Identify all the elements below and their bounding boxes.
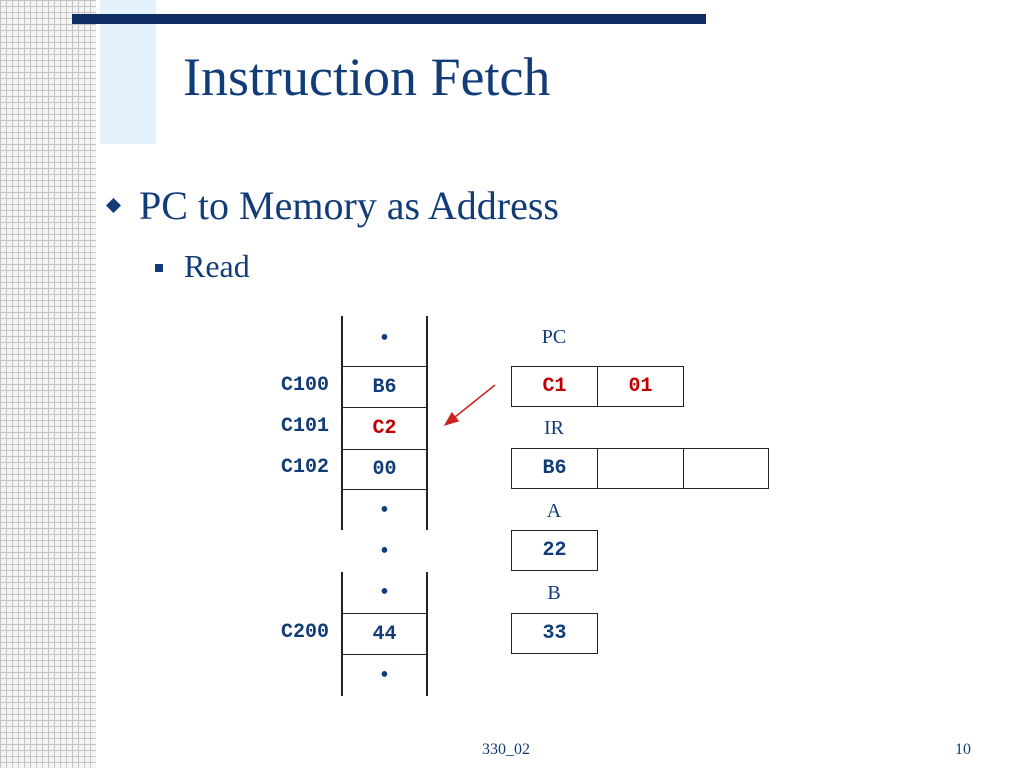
pc-cell-low: 01 bbox=[597, 366, 684, 407]
memory-cell-c100-frame bbox=[341, 366, 428, 408]
memory-ellipsis: • bbox=[380, 578, 389, 605]
memory-ellipsis: • bbox=[380, 661, 389, 688]
memory-ellipsis: • bbox=[380, 537, 389, 564]
memory-cell-c200-frame bbox=[341, 613, 428, 655]
memory-right-border-top bbox=[426, 316, 428, 530]
memory-value: 44 bbox=[372, 622, 397, 646]
b-cell: 33 bbox=[511, 613, 598, 654]
slide-title: Instruction Fetch bbox=[183, 47, 551, 107]
memory-value-highlighted: C2 bbox=[372, 416, 397, 440]
memory-ellipsis: • bbox=[380, 496, 389, 523]
ir-label: IR bbox=[544, 417, 564, 439]
memory-address: C100 bbox=[280, 374, 329, 397]
bullet-2-text: Read bbox=[184, 248, 250, 284]
ir-cell-2 bbox=[597, 448, 684, 489]
memory-left-border-top bbox=[341, 316, 343, 530]
memory-value: B6 bbox=[372, 375, 397, 399]
a-cell: 22 bbox=[511, 530, 598, 571]
ir-cell-3 bbox=[683, 448, 769, 489]
memory-right-border-bottom bbox=[426, 572, 428, 696]
grid-pattern-strip bbox=[0, 0, 96, 768]
memory-left-border-bottom bbox=[341, 572, 343, 696]
title-bar bbox=[72, 14, 706, 24]
memory-ellipsis: • bbox=[380, 324, 389, 351]
a-label: A bbox=[546, 500, 562, 522]
memory-address: C101 bbox=[280, 415, 329, 438]
diamond-bullet-icon bbox=[106, 198, 121, 213]
ir-cell-1: B6 bbox=[511, 448, 598, 489]
memory-cell-c102-frame bbox=[341, 449, 428, 490]
page-number: 10 bbox=[955, 741, 971, 758]
b-label: B bbox=[547, 582, 561, 604]
pc-label: PC bbox=[541, 326, 567, 348]
title-accent-block bbox=[100, 0, 156, 144]
memory-address: C102 bbox=[280, 456, 329, 479]
bullet-1-text: PC to Memory as Address bbox=[139, 183, 559, 228]
footer-course-code: 330_02 bbox=[482, 741, 530, 758]
pc-cell-high: C1 bbox=[511, 366, 598, 407]
square-bullet-icon bbox=[155, 264, 163, 272]
memory-value: 00 bbox=[372, 458, 397, 481]
memory-address: C200 bbox=[280, 621, 329, 644]
